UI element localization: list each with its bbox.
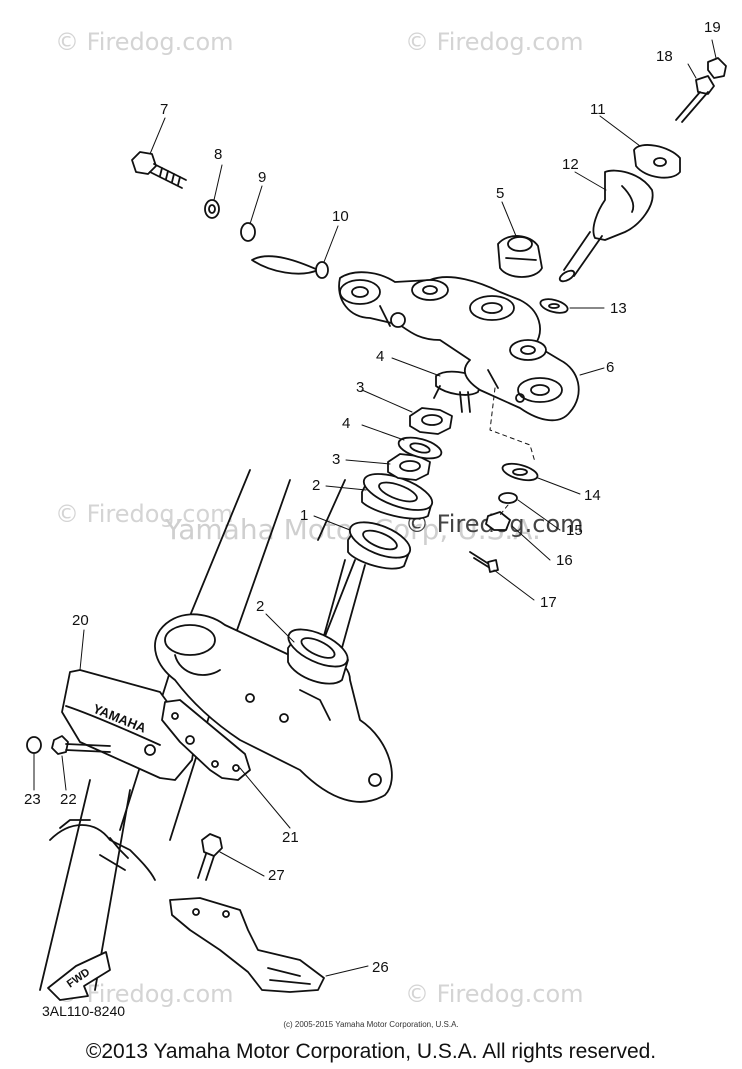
cap-7 — [497, 235, 543, 278]
callout-5: 4 — [342, 415, 351, 432]
callout-17: 15 — [566, 522, 583, 539]
leader-lines — [33, 39, 717, 977]
assembly-lines — [489, 387, 536, 516]
bearing-1 — [347, 521, 412, 570]
callout-24: 22 — [60, 791, 77, 808]
callout-26: 26 — [372, 959, 389, 976]
callout-16: 14 — [584, 487, 601, 504]
hose-guide-26 — [169, 897, 325, 993]
callout-11: 9 — [258, 169, 267, 186]
callout-7: 5 — [496, 185, 505, 202]
small-copyright: (c) 2005-2015 Yamaha Motor Corporation, … — [283, 1020, 459, 1029]
washer-17 — [498, 492, 518, 504]
callout-9: 7 — [160, 101, 169, 118]
fork-leg — [49, 819, 156, 881]
callout-1: 1 — [300, 507, 309, 524]
nut-25 — [26, 736, 42, 754]
callout-8: 6 — [606, 359, 615, 376]
callout-12: 10 — [332, 208, 349, 225]
watermark: © Firedog.com — [405, 28, 584, 56]
handlebar-14 — [558, 169, 654, 283]
washer-16 — [501, 462, 539, 482]
cap-21 — [707, 57, 727, 79]
screw-24 — [51, 735, 111, 755]
callout-10: 8 — [214, 146, 223, 163]
watermark: © Firedog.com — [55, 28, 234, 56]
plate-11 — [240, 222, 256, 242]
bolt-27 — [197, 833, 223, 881]
handle-crown — [338, 271, 580, 422]
callout-21: 19 — [704, 19, 721, 36]
bolt-9 — [131, 151, 187, 189]
washer-12 — [315, 261, 329, 279]
callout-3: 2 — [312, 477, 321, 494]
bearing-2 — [287, 628, 349, 685]
nut-18 — [485, 511, 511, 531]
callout-27: 27 — [268, 867, 285, 884]
callout-19: 17 — [540, 594, 557, 611]
callout-22: 20 — [72, 612, 89, 629]
callout-18: 16 — [556, 552, 573, 569]
washer-5 — [397, 436, 443, 460]
bolt-20 — [675, 75, 715, 123]
callout-14: 12 — [562, 156, 579, 173]
callout-2: 2 — [256, 598, 265, 615]
callout-15: 13 — [610, 300, 627, 317]
copyright-footer: ©2013 Yamaha Motor Corporation, U.S.A. A… — [85, 1040, 657, 1063]
callout-20: 18 — [656, 48, 673, 65]
callout-6: 4 — [376, 348, 385, 365]
holder-13 — [633, 144, 681, 179]
washer-10 — [204, 199, 220, 219]
bearing-3 — [361, 473, 434, 520]
diagram-code: 3AL110-8240 — [42, 1003, 126, 1019]
callout-4-lower: 3 — [332, 451, 341, 468]
callout-4-upper: 3 — [356, 379, 365, 396]
ring-nut-lower — [387, 453, 431, 481]
nameplate-22: YAMAHA — [61, 669, 196, 781]
callout-25: 23 — [24, 791, 41, 808]
bracket-23 — [161, 699, 251, 781]
callout-13: 11 — [590, 101, 606, 118]
watermark: © Firedog.com — [405, 980, 584, 1008]
callout-23: 21 — [282, 829, 299, 846]
fwd-arrow: FWD — [47, 951, 111, 1001]
washer-15 — [539, 298, 569, 314]
ring-nut-upper — [409, 407, 453, 435]
bolt-19 — [469, 551, 499, 573]
watermark: © Firedog.com — [55, 500, 234, 528]
wire-loop — [251, 255, 319, 275]
